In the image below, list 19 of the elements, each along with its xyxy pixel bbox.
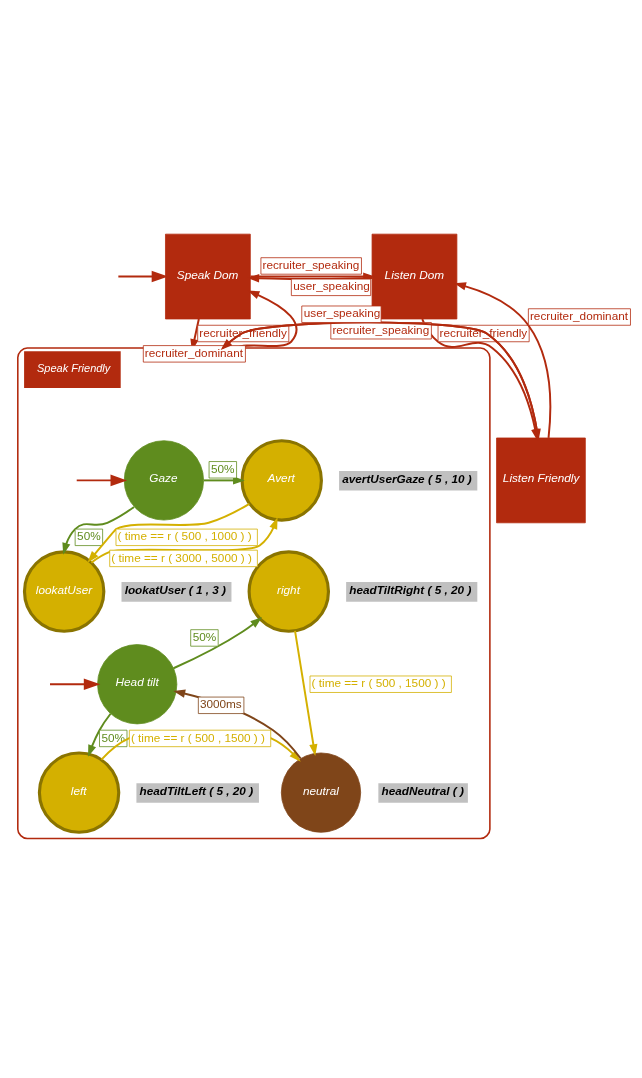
- edge-label: 50%: [211, 461, 235, 475]
- node-label: lookatUser ( 1 , 3 ): [124, 582, 226, 596]
- node-label: headNeutral ( ): [381, 783, 464, 797]
- edge-label: ( time == r ( 500 , 1500 ) ): [130, 730, 265, 744]
- node-label: headTiltRight ( 5 , 20 ): [349, 582, 472, 596]
- edge-label: recruiter_speaking: [262, 257, 360, 271]
- edge-label: ( time == r ( 500 , 1000 ) ): [117, 528, 252, 542]
- edge-label: recruiter_dominant: [144, 345, 243, 359]
- edge-label: user_speaking: [303, 305, 381, 319]
- edge-label: 50%: [77, 528, 101, 542]
- edge-label: 50%: [192, 629, 217, 643]
- edge-label: user_speaking: [293, 278, 370, 292]
- edge-label: recruiter_speaking: [332, 322, 430, 336]
- node-label: headTiltLeft ( 5 , 20 ): [139, 783, 254, 797]
- edge-label: ( time == r ( 500 , 1500 ) ): [311, 675, 446, 689]
- edge-label: 3000ms: [199, 696, 242, 710]
- edge-label: 50%: [101, 730, 126, 744]
- edge-label: recruiter_dominant: [529, 308, 629, 322]
- node-label: avertUserGaze ( 5 , 10 ): [342, 471, 472, 485]
